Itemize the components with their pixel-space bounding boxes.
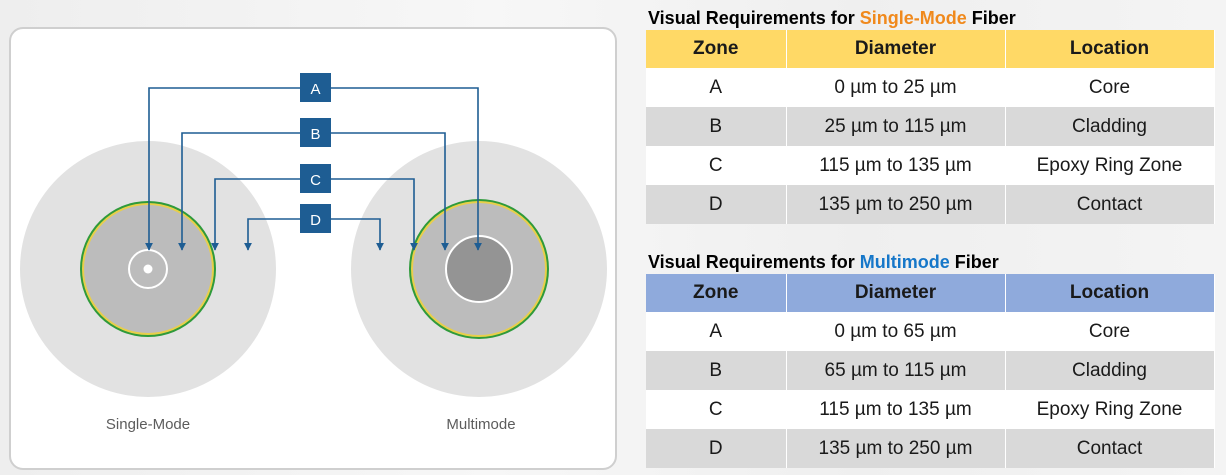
diameter-cell: 115 µm to 135 µm <box>786 146 1006 185</box>
table-row: C 115 µm to 135 µm Epoxy Ring Zone <box>646 146 1215 185</box>
multimode-table: Zone Diameter Location A 0 µm to 65 µm C… <box>646 274 1215 468</box>
title-highlight: Single-Mode <box>859 8 967 28</box>
zone-cell: C <box>646 390 787 429</box>
location-cell: Cladding <box>1005 107 1215 146</box>
single-mode-caption: Single-Mode <box>106 416 190 433</box>
location-cell: Epoxy Ring Zone <box>1005 146 1215 185</box>
zone-label-b: B <box>300 118 331 147</box>
header-location: Location <box>1005 30 1215 68</box>
table-row: D 135 µm to 250 µm Contact <box>646 429 1215 468</box>
diameter-cell: 135 µm to 250 µm <box>786 429 1006 468</box>
diameter-cell: 0 µm to 25 µm <box>786 68 1006 107</box>
diameter-cell: 65 µm to 115 µm <box>786 351 1006 390</box>
svg-text:C: C <box>310 172 321 189</box>
zone-label-c: C <box>300 164 331 193</box>
leader-c-single-mode <box>211 178 301 251</box>
zone-cell: A <box>646 312 787 351</box>
table-header-row: Zone Diameter Location <box>646 274 1215 312</box>
header-location: Location <box>1005 274 1215 312</box>
location-cell: Contact <box>1005 185 1215 224</box>
leader-d-multimode <box>330 218 384 251</box>
table-row: B 65 µm to 115 µm Cladding <box>646 351 1215 390</box>
zone-leader-lines <box>145 87 482 251</box>
leader-b-single-mode <box>178 132 301 251</box>
location-cell: Cladding <box>1005 351 1215 390</box>
zone-cell: A <box>646 68 787 107</box>
location-cell: Core <box>1005 312 1215 351</box>
leader-b-multimode <box>330 132 449 251</box>
location-cell: Epoxy Ring Zone <box>1005 390 1215 429</box>
svg-text:D: D <box>310 212 321 229</box>
zone-cell: C <box>646 146 787 185</box>
zone-label-a: A <box>300 73 331 102</box>
zone-cell: B <box>646 107 787 146</box>
diameter-cell: 25 µm to 115 µm <box>786 107 1006 146</box>
single-mode-table: Zone Diameter Location A 0 µm to 25 µm C… <box>646 30 1215 224</box>
zone-cell: B <box>646 351 787 390</box>
title-suffix: Fiber <box>949 252 999 272</box>
title-highlight: Multimode <box>859 252 950 272</box>
table-row: B 25 µm to 115 µm Cladding <box>646 107 1215 146</box>
zone-label-d: D <box>300 204 331 233</box>
leader-c-multimode <box>330 178 418 251</box>
leader-a-multimode <box>330 87 482 251</box>
title-prefix: Visual Requirements for <box>648 8 860 28</box>
location-cell: Contact <box>1005 429 1215 468</box>
header-zone: Zone <box>646 30 787 68</box>
header-zone: Zone <box>646 274 787 312</box>
svg-text:B: B <box>310 126 320 143</box>
diameter-cell: 115 µm to 135 µm <box>786 390 1006 429</box>
svg-text:A: A <box>310 81 320 98</box>
diameter-cell: 0 µm to 65 µm <box>786 312 1006 351</box>
single-mode-endface <box>20 141 276 397</box>
table-row: C 115 µm to 135 µm Epoxy Ring Zone <box>646 390 1215 429</box>
single-mode-table-title: Visual Requirements for Single-Mode Fibe… <box>648 8 1016 29</box>
table-row: A 0 µm to 25 µm Core <box>646 68 1215 107</box>
title-suffix: Fiber <box>966 8 1016 28</box>
location-cell: Core <box>1005 68 1215 107</box>
leader-d-single-mode <box>244 218 301 251</box>
diameter-cell: 135 µm to 250 µm <box>786 185 1006 224</box>
header-diameter: Diameter <box>786 30 1006 68</box>
multimode-table-title: Visual Requirements for Multimode Fiber <box>648 252 999 273</box>
table-header-row: Zone Diameter Location <box>646 30 1215 68</box>
table-row: A 0 µm to 65 µm Core <box>646 312 1215 351</box>
multimode-core <box>445 235 513 303</box>
title-prefix: Visual Requirements for <box>648 252 860 272</box>
header-diameter: Diameter <box>786 274 1006 312</box>
fiber-zone-svg: A B C D Single-Mode Multimode <box>20 73 607 433</box>
fiber-zone-diagram: A B C D Single-Mode Multimode <box>9 27 617 470</box>
leader-a-single-mode <box>145 87 301 251</box>
multimode-caption: Multimode <box>446 416 515 433</box>
zone-cell: D <box>646 185 787 224</box>
single-mode-core <box>143 264 153 274</box>
zone-cell: D <box>646 429 787 468</box>
table-row: D 135 µm to 250 µm Contact <box>646 185 1215 224</box>
